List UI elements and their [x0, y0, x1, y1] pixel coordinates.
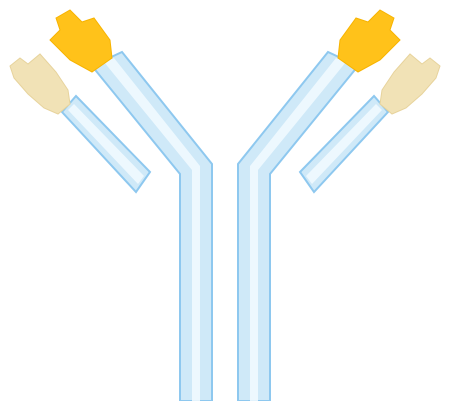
light-variable-left [10, 54, 70, 114]
heavy-variable-left [50, 10, 112, 72]
heavy-variable-right [338, 10, 400, 72]
light-variable-right [380, 54, 440, 114]
